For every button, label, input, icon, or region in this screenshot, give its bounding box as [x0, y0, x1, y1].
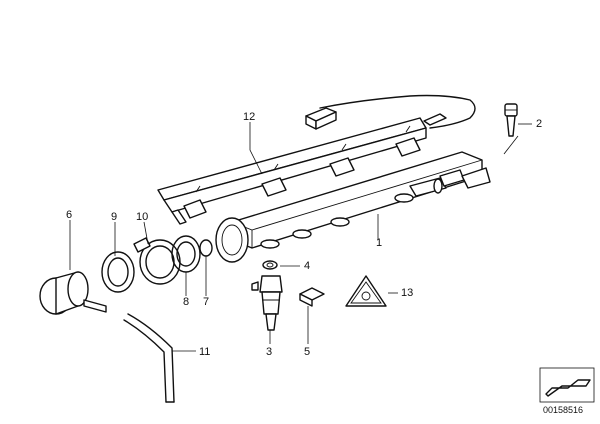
pressure-regulator[interactable] — [39, 271, 107, 315]
callout-7: 7 — [203, 296, 209, 308]
callout-labels: 1 2 3 4 5 6 7 8 9 10 11 12 13 — [66, 111, 542, 358]
fuel-injector[interactable] — [251, 275, 283, 331]
vacuum-hose[interactable] — [123, 313, 175, 403]
callout-9: 9 — [111, 211, 117, 223]
callout-3: 3 — [266, 346, 272, 358]
pipe-fitting[interactable] — [504, 103, 518, 137]
seal-ring-medium[interactable] — [171, 235, 201, 273]
callout-12: 12 — [243, 111, 255, 123]
callout-8: 8 — [183, 296, 189, 308]
callout-13: 13 — [401, 287, 413, 299]
wiring-harness[interactable] — [157, 94, 476, 225]
doc-thumbnail-frame — [539, 367, 595, 403]
rail-inlet-flange[interactable] — [215, 217, 249, 263]
injector-seal[interactable] — [262, 260, 278, 270]
callout-11: 11 — [199, 346, 210, 358]
warning-triangle[interactable] — [345, 275, 387, 307]
o-ring[interactable] — [199, 239, 213, 257]
callout-4: 4 — [304, 260, 310, 272]
document-number: 00158516 — [543, 405, 583, 415]
leader-lines — [69, 122, 532, 352]
callout-5: 5 — [304, 346, 310, 358]
injector-clip[interactable] — [299, 287, 325, 307]
callout-1: 1 — [376, 237, 382, 249]
doc-thumbnail-icon — [545, 379, 591, 397]
callout-10: 10 — [136, 211, 148, 223]
document-reference: 00158516 — [539, 367, 595, 415]
callout-2: 2 — [536, 118, 542, 130]
seal-ring-large[interactable] — [101, 251, 135, 293]
callout-6: 6 — [66, 209, 72, 221]
